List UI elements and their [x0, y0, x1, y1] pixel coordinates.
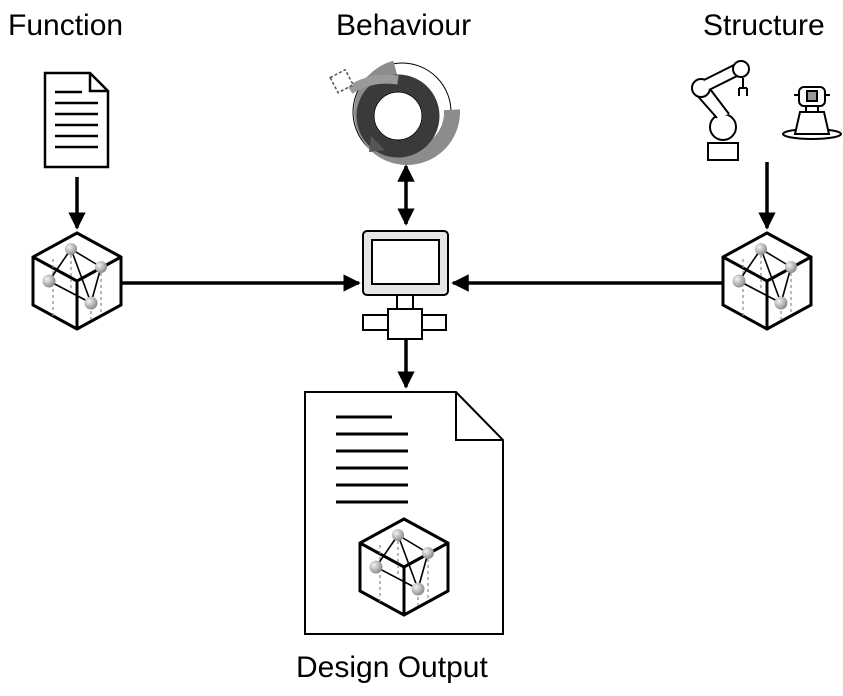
computer-icon	[362, 230, 449, 340]
camera-device-icon	[782, 86, 842, 140]
document-icon	[43, 71, 110, 169]
structure-label: Structure	[703, 9, 825, 42]
knowledge-cube-icon-function	[31, 231, 123, 331]
behaviour-label: Behaviour	[336, 9, 472, 42]
function-label: Function	[8, 9, 124, 42]
knowledge-cube-icon-structure	[721, 231, 813, 331]
design-output-document-icon	[304, 391, 504, 635]
robot-arm-icon	[691, 60, 750, 161]
cycle-arrows-icon	[329, 59, 460, 165]
design-output-label: Design Output	[296, 651, 488, 684]
